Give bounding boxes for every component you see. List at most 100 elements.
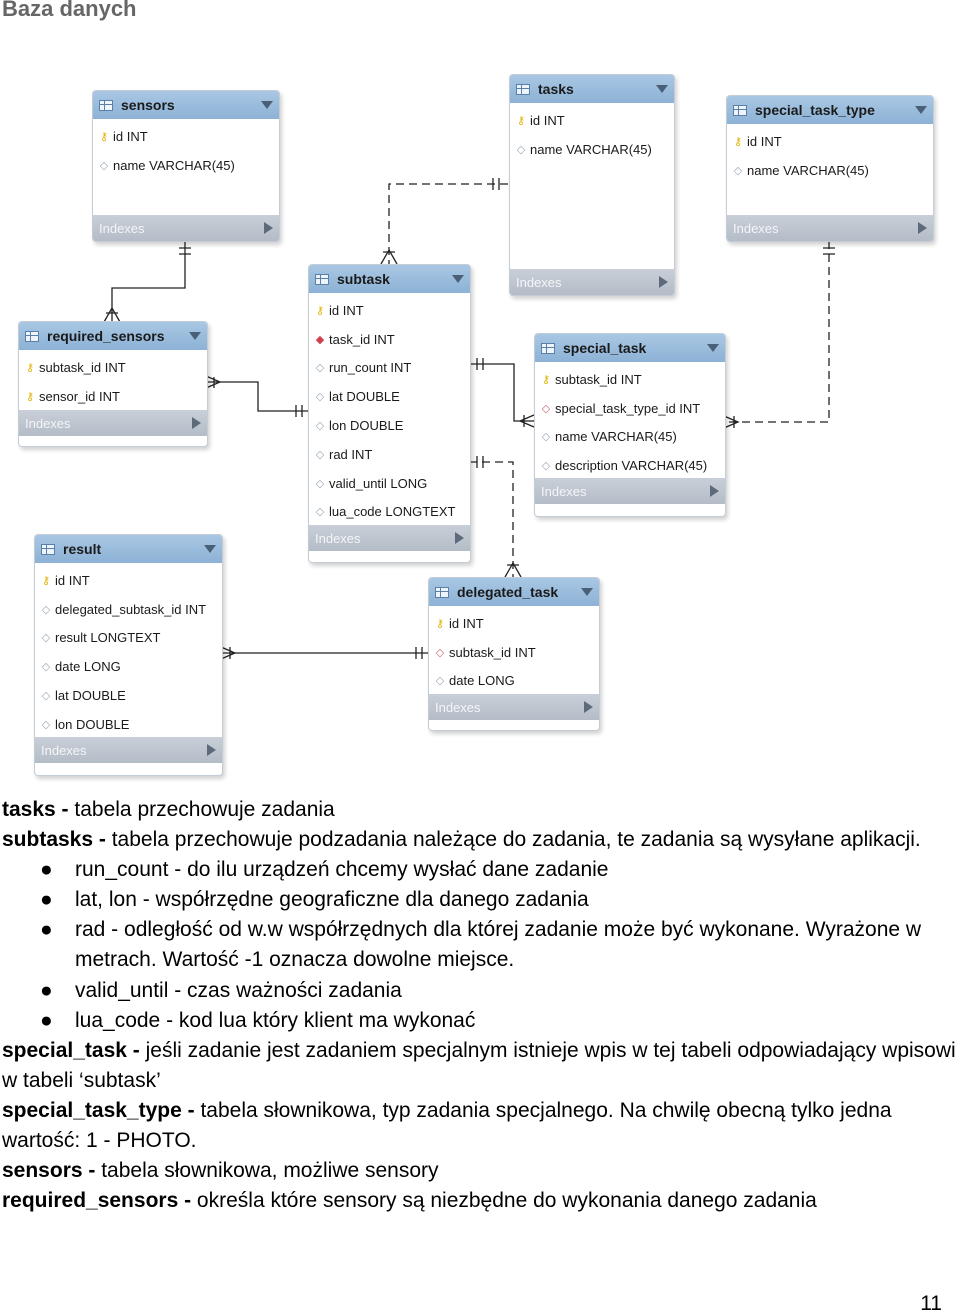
indexes-bar[interactable]: Indexes	[309, 525, 470, 551]
column-row[interactable]: ⚷id INT	[727, 127, 933, 156]
indexes-bar[interactable]: Indexes	[93, 215, 279, 241]
diamond-icon: ◇	[315, 506, 325, 519]
table-header[interactable]: result	[35, 535, 222, 563]
chevron-down-icon[interactable]	[581, 588, 593, 596]
column-text: subtask_id INT	[555, 371, 642, 387]
chevron-right-icon[interactable]	[207, 744, 216, 756]
subtask-table[interactable]: subtask ⚷id INT ◆task_id INT ◇run_count …	[308, 264, 471, 563]
column-row[interactable]: ◇lat DOUBLE	[309, 382, 470, 411]
column-row[interactable]: ◇lon DOUBLE	[309, 411, 470, 440]
indexes-bar[interactable]: Indexes	[535, 478, 725, 504]
diamond-icon: ◇	[315, 391, 325, 404]
chevron-right-icon[interactable]	[710, 485, 719, 497]
column-row[interactable]: ◇subtask_id INT	[429, 638, 599, 667]
key-icon: ⚷	[541, 373, 551, 386]
description-text: tasks - tabela przechowuje zadania subta…	[2, 795, 960, 1216]
column-row[interactable]: ◇name VARCHAR(45)	[727, 156, 933, 185]
rel-tasks-subtask	[388, 183, 508, 264]
sensors-table[interactable]: sensors ⚷id INT ◇name VARCHAR(45) Indexe…	[92, 90, 280, 242]
column-row[interactable]: ◇ valid_until LONG	[309, 469, 470, 498]
column-row[interactable]: ⚷id INT	[35, 566, 222, 595]
indexes-label: Indexes	[25, 415, 71, 431]
column-row[interactable]: ◇special_task_type_id INT	[535, 394, 725, 423]
table-icon	[41, 543, 55, 555]
chevron-right-icon[interactable]	[192, 417, 201, 429]
column-row[interactable]: ◇date LONG	[429, 667, 599, 696]
chevron-right-icon[interactable]	[659, 276, 668, 288]
key-icon: ⚷	[435, 617, 445, 630]
chevron-right-icon[interactable]	[455, 532, 464, 544]
table-header[interactable]: required_sensors	[19, 322, 207, 350]
indexes-bar[interactable]: Indexes	[727, 215, 933, 241]
column-row[interactable]: ⚷sensor_id INT	[19, 382, 207, 411]
column-text: description VARCHAR(45)	[555, 458, 708, 474]
column-row[interactable]: ⚷id INT	[510, 106, 674, 135]
column-row[interactable]: ◇delegated_subtask_id INT	[35, 595, 222, 624]
desc-special-task: special_task - jeśli zadanie jest zadani…	[2, 1036, 960, 1096]
chevron-down-icon[interactable]	[189, 332, 201, 340]
column-row[interactable]: ◇name VARCHAR(45)	[535, 423, 725, 452]
tasks-table[interactable]: tasks ⚷id INT ◇name VARCHAR(45) Indexes	[509, 74, 675, 296]
chevron-down-icon[interactable]	[204, 545, 216, 553]
column-text: id INT	[449, 615, 484, 631]
indexes-bar[interactable]: Indexes	[35, 737, 222, 763]
delegated-task-table[interactable]: delegated_task ⚷ id INT ◇subtask_id INT ◇…	[428, 577, 600, 731]
diamond-icon: ◇	[315, 477, 325, 490]
table-header[interactable]: delegated_task	[429, 578, 599, 606]
column-row[interactable]: ◇lon DOUBLE	[35, 710, 222, 739]
chevron-down-icon[interactable]	[707, 344, 719, 352]
special-task-table[interactable]: special_task ⚷ subtask_id INT ◇special_ta…	[534, 333, 726, 517]
column-row[interactable]: ◇name VARCHAR(45)	[93, 151, 279, 180]
chevron-right-icon[interactable]	[584, 701, 593, 713]
table-name: tasks	[538, 81, 574, 97]
chevron-down-icon[interactable]	[261, 101, 273, 109]
column-row[interactable]: ◇lat DOUBLE	[35, 681, 222, 710]
key-icon: ⚷	[25, 390, 35, 403]
table-header[interactable]: special_task_type	[727, 96, 933, 124]
column-row[interactable]: ⚷ subtask_id INT	[535, 365, 725, 394]
table-header[interactable]: subtask	[309, 265, 470, 293]
column-row[interactable]: ⚷subtask_id INT	[19, 353, 207, 382]
chevron-right-icon[interactable]	[264, 222, 273, 234]
indexes-bar[interactable]: Indexes	[19, 410, 207, 436]
column-row[interactable]: ◇date LONG	[35, 652, 222, 681]
column-row[interactable]: ◇lua_code LONGTEXT	[309, 498, 470, 527]
special-task-type-table[interactable]: special_task_type ⚷id INT ◇name VARCHAR(…	[726, 95, 934, 242]
column-text: valid_until LONG	[329, 475, 428, 491]
column-row[interactable]: ◆task_id INT	[309, 325, 470, 354]
column-text: subtask_id INT	[39, 359, 126, 375]
column-row[interactable]: ◇run_count INT	[309, 354, 470, 383]
key-icon: ⚷	[733, 135, 743, 148]
column-row[interactable]: ◇rad INT	[309, 440, 470, 469]
key-icon: ⚷	[315, 304, 325, 317]
indexes-bar[interactable]: Indexes	[510, 269, 674, 295]
column-text: delegated_subtask_id INT	[55, 601, 207, 617]
table-header[interactable]: tasks	[510, 75, 674, 103]
term: special_task_type	[2, 1098, 182, 1122]
rel-subtask-delegated-task	[469, 461, 514, 577]
column-row[interactable]: ⚷ id INT	[429, 609, 599, 638]
result-table[interactable]: result ⚷id INT ◇delegated_subtask_id INT…	[34, 534, 223, 776]
chevron-down-icon[interactable]	[915, 106, 927, 114]
chevron-down-icon[interactable]	[452, 275, 464, 283]
required-sensors-table[interactable]: required_sensors ⚷subtask_id INT ⚷sensor…	[18, 321, 208, 447]
column-row[interactable]: ⚷id INT	[93, 122, 279, 151]
list-item: ●lat, lon - współrzędne geograficzne dla…	[2, 885, 960, 915]
column-row[interactable]: ⚷id INT	[309, 296, 470, 325]
column-text: name VARCHAR(45)	[530, 141, 652, 157]
chevron-right-icon[interactable]	[918, 222, 927, 234]
indexes-bar[interactable]: Indexes	[429, 694, 599, 720]
diamond-icon: ◇	[41, 718, 51, 731]
table-header[interactable]: sensors	[93, 91, 279, 119]
chevron-down-icon[interactable]	[656, 85, 668, 93]
column-row[interactable]: ◇description VARCHAR(45)	[535, 451, 725, 480]
column-row[interactable]: ◇name VARCHAR(45)	[510, 135, 674, 164]
bullet-icon: ●	[40, 978, 53, 1002]
diamond-icon: ◇	[41, 690, 51, 703]
diamond-icon: ◇	[315, 362, 325, 375]
table-header[interactable]: special_task	[535, 334, 725, 362]
term: tasks	[2, 798, 56, 821]
table-icon	[516, 83, 530, 95]
column-row[interactable]: ◇result LONGTEXT	[35, 624, 222, 653]
column-text: id INT	[113, 128, 148, 144]
